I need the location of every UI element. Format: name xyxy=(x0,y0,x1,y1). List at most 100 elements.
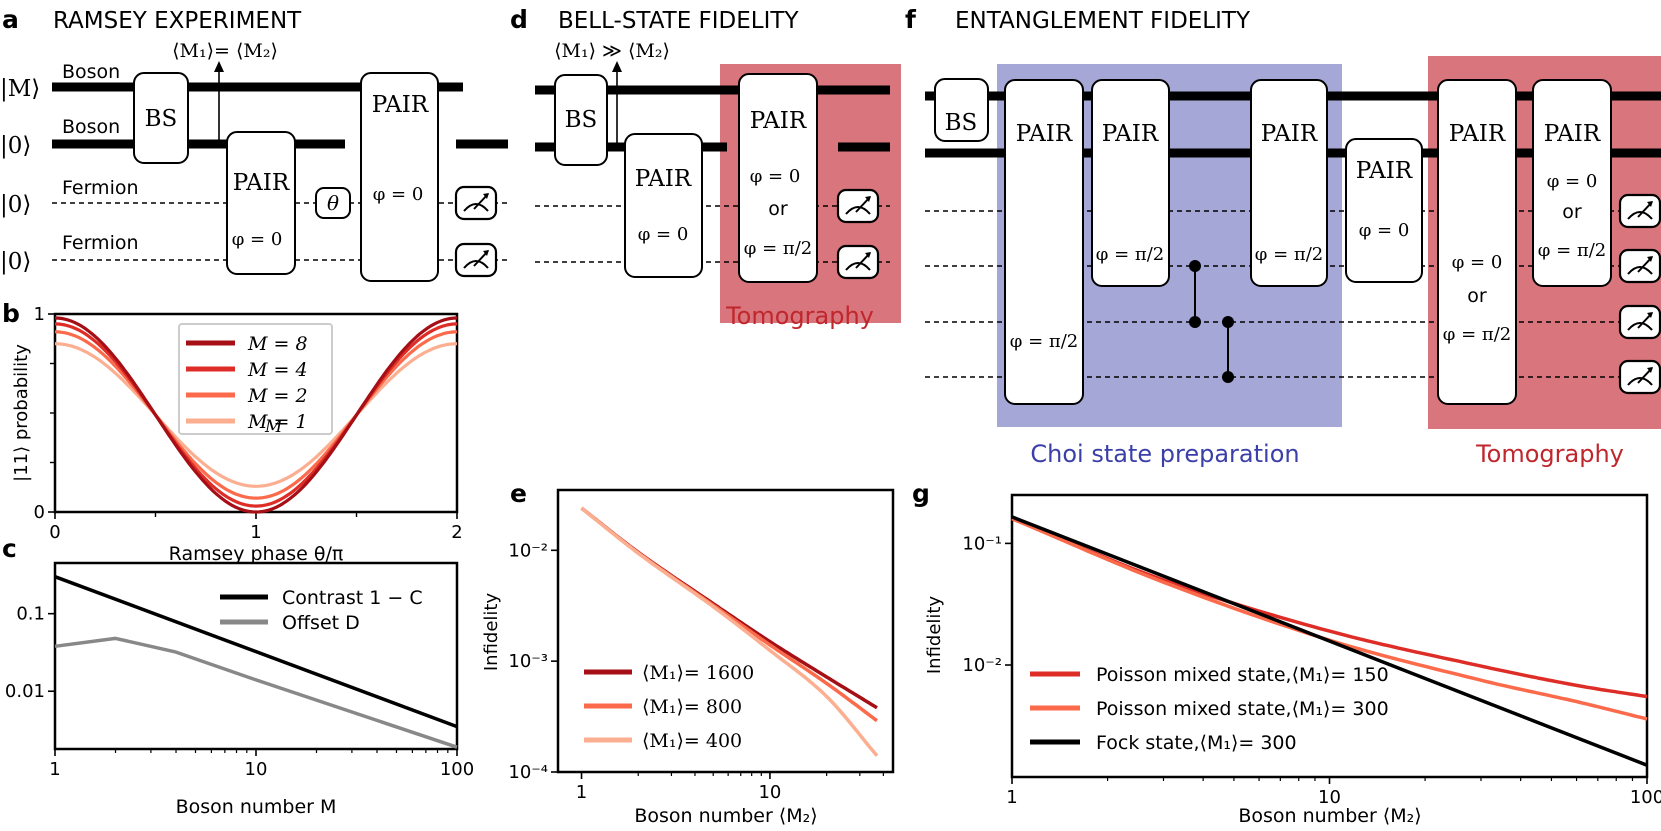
measurement-icon xyxy=(836,244,880,280)
choi-label: Choi state preparation xyxy=(1030,440,1299,468)
series-line xyxy=(54,316,458,514)
x-tick-label: 1 xyxy=(1006,787,1017,808)
bs-gate-label: BS xyxy=(145,106,178,132)
pair-gate-6 xyxy=(1532,79,1612,287)
pair-gate-1 xyxy=(1004,79,1084,405)
y-tick-label: 1 xyxy=(34,304,45,325)
legend-label: ⟨M₁⟩= 400 xyxy=(642,730,742,752)
measurement-icon xyxy=(1618,359,1661,395)
pair-gate-1-label: PAIR xyxy=(635,166,692,192)
panel-a-relation: ⟨M₁⟩= ⟨M₂⟩ xyxy=(172,40,278,62)
panel-a-title: RAMSEY EXPERIMENT xyxy=(53,8,302,34)
tomography-label: Tomography xyxy=(725,302,874,330)
series-line xyxy=(54,322,458,508)
legend-label: M = 4 xyxy=(247,359,308,381)
measurement-icon xyxy=(454,242,498,278)
theta-gate xyxy=(315,187,351,219)
series-line xyxy=(1011,516,1648,721)
legend-label: ⟨M₁⟩= 800 xyxy=(642,696,742,718)
measurement-icon xyxy=(1618,193,1661,229)
control-dot xyxy=(1222,316,1234,328)
pair-gate-1-phase: φ = π/2 xyxy=(1010,331,1078,352)
x-axis-label: Boson number ⟨M₂⟩ xyxy=(1238,805,1421,827)
pair-gate-5-label: PAIR xyxy=(1449,121,1506,147)
panel-b-letter: b xyxy=(2,299,20,328)
x-axis-label: Boson number M xyxy=(176,796,337,818)
panel-e-letter: e xyxy=(510,479,527,508)
wire-label-boson-2: Boson xyxy=(62,116,120,138)
panel-f-title: ENTANGLEMENT FIDELITY xyxy=(955,8,1251,34)
pair-gate-4-label: PAIR xyxy=(1356,158,1413,184)
pair-gate-3-label: PAIR xyxy=(1261,121,1318,147)
pair-gate-2-label: PAIR xyxy=(750,108,807,134)
pair-gate-4-phase: φ = 0 xyxy=(1359,220,1410,241)
wire-label-boson-1: Boson xyxy=(62,61,120,83)
y-tick-label: 10⁻¹ xyxy=(962,533,1002,554)
pair-gate-6-or: or xyxy=(1562,201,1582,223)
pair-gate-1 xyxy=(624,133,703,278)
control-dot xyxy=(1222,371,1234,383)
state-label-1: |M⟩ xyxy=(0,76,40,102)
legend-label: Poisson mixed state,⟨M₁⟩= 300 xyxy=(1096,698,1389,720)
panel-f: f ENTANGLEMENT FIDELITY Choi state prepa… xyxy=(905,5,1661,468)
pair-gate-2-phase: φ = 0 xyxy=(373,184,424,205)
panel-d-title: BELL-STATE FIDELITY xyxy=(558,8,799,34)
state-label-4: |0⟩ xyxy=(0,249,31,275)
y-tick-label: 10⁻² xyxy=(508,540,548,561)
series-line xyxy=(54,636,458,749)
state-label-3: |0⟩ xyxy=(0,192,31,218)
x-axis-label: Boson number ⟨M₂⟩ xyxy=(634,805,817,827)
panel-f-letter: f xyxy=(905,5,917,34)
panel-a: a RAMSEY EXPERIMENT ⟨M₁⟩= ⟨M₂⟩ |M⟩ |0⟩ |… xyxy=(0,5,508,282)
bs-gate-label: BS xyxy=(945,110,978,136)
bs-gate xyxy=(934,78,989,142)
x-tick-label: 10 xyxy=(245,759,268,780)
pair-gate-2-label: PAIR xyxy=(1102,121,1159,147)
pair-gate-2-phase-b: φ = π/2 xyxy=(744,238,812,259)
pair-gate-3-phase: φ = π/2 xyxy=(1255,244,1323,265)
pair-gate-2-label: PAIR xyxy=(372,92,429,118)
x-tick-label: 100 xyxy=(440,759,474,780)
measurement-icon xyxy=(454,185,498,221)
pair-gate-6-label: PAIR xyxy=(1544,121,1601,147)
panel-c-letter: c xyxy=(2,534,17,563)
x-tick-label: 1 xyxy=(49,759,60,780)
x-axis-label: Ramsey phase θ/π xyxy=(169,543,344,565)
x-tick-label: 10 xyxy=(758,782,781,803)
plot-frame xyxy=(556,488,895,774)
bs-gate xyxy=(554,74,608,166)
pair-gate-2 xyxy=(738,73,818,283)
y-axis-label: |11⟩ probability xyxy=(11,344,32,482)
pair-gate-2-phase-a: φ = 0 xyxy=(750,166,801,187)
pair-gate-5-or: or xyxy=(1467,285,1487,307)
pair-gate-1-label: PAIR xyxy=(233,170,290,196)
pair-gate-5-phase-a: φ = 0 xyxy=(1452,252,1503,273)
y-axis-label: Infidelity xyxy=(481,593,502,672)
control-dot xyxy=(1189,260,1201,272)
panel-d-letter: d xyxy=(510,5,528,34)
readout-arrow-head xyxy=(612,61,622,72)
legend-label: M = 8 xyxy=(247,333,308,355)
panel-d-relation: ⟨M₁⟩ ≫ ⟨M₂⟩ xyxy=(554,40,670,62)
x-tick-label: 10 xyxy=(1318,787,1341,808)
y-tick-label: 10⁻⁴ xyxy=(508,762,548,783)
series-line xyxy=(580,506,879,723)
pair-gate-6-phase-a: φ = 0 xyxy=(1547,171,1598,192)
legend-label: M = 2 xyxy=(247,385,308,407)
legend-label: M = 1 xyxy=(247,411,308,433)
pair-gate-5-phase-b: φ = π/2 xyxy=(1443,324,1511,345)
pair-gate-2-phase: φ = π/2 xyxy=(1096,244,1164,265)
y-axis-label: Infidelity xyxy=(924,596,945,675)
series-line xyxy=(580,506,879,757)
pair-gate-1 xyxy=(226,131,296,275)
legend-stray-text: M xyxy=(264,417,283,437)
measurement-icon xyxy=(1618,304,1661,340)
pair-gate-5 xyxy=(1437,79,1517,405)
legend-label: Fock state,⟨M₁⟩= 300 xyxy=(1096,732,1297,754)
legend-label: Offset D xyxy=(282,612,360,634)
legend-label: ⟨M₁⟩= 1600 xyxy=(642,662,754,684)
